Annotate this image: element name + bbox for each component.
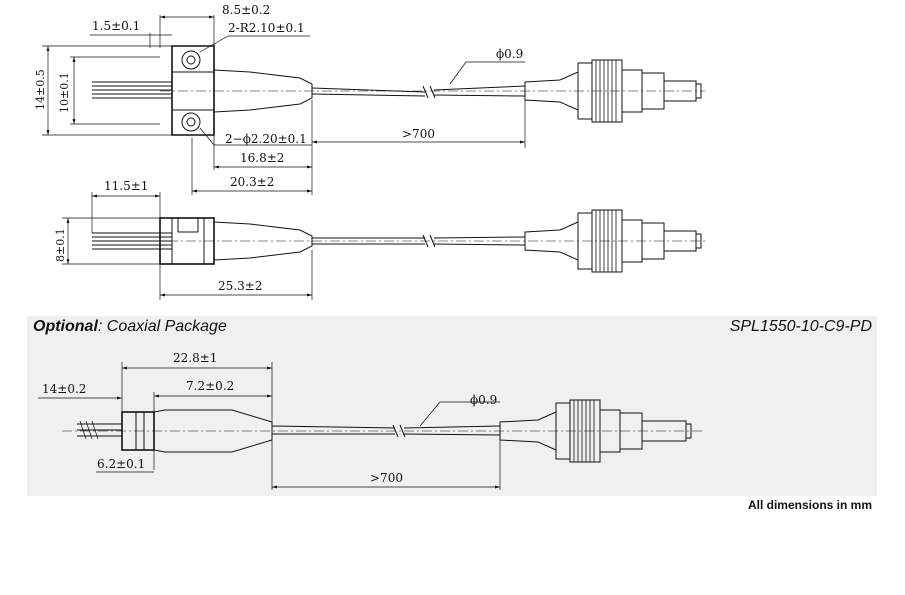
top-view-drawing xyxy=(42,15,705,195)
dim-fiber-length-coax: >700 xyxy=(370,471,403,485)
dim-diameter: 6.2±0.1 xyxy=(97,457,145,471)
coaxial-panel-background xyxy=(27,316,877,496)
dim-fiber-length: >700 xyxy=(402,127,435,141)
side-view-drawing xyxy=(62,192,705,300)
coaxial-header-bold: Optional xyxy=(33,318,98,335)
dim-height-outer: 14±0.5 xyxy=(34,69,47,110)
coaxial-header: Optional: Coaxial Package xyxy=(33,318,227,336)
dim-body: 16.8±2 xyxy=(240,151,284,165)
coaxial-drawing xyxy=(38,362,705,490)
dim-fiber-diameter-coax: ϕ0.9 xyxy=(470,393,497,407)
coaxial-labels: 22.8±1 14±0.2 7.2±0.2 ϕ0.9 6.2±0.1 >700 xyxy=(42,351,497,485)
dim-fiber-diameter: ϕ0.9 xyxy=(496,47,523,61)
dim-radius: 2-R2.10±0.1 xyxy=(228,21,305,35)
dim-hole: 2−ϕ2.20±0.1 xyxy=(225,132,307,146)
dim-length: 25.3±2 xyxy=(218,279,262,293)
footer-note: All dimensions in mm xyxy=(747,498,872,512)
dim-total: 22.8±1 xyxy=(173,351,217,365)
coaxial-header-rest: : Coaxial Package xyxy=(97,318,227,335)
dim-height-inner: 10±0.1 xyxy=(58,72,71,113)
side-view-labels: 11.5±1 8±0.1 25.3±2 xyxy=(54,179,262,293)
dim-left: 14±0.2 xyxy=(42,382,86,396)
dim-body-total: 20.3±2 xyxy=(230,175,274,189)
dim-height: 8±0.1 xyxy=(54,228,67,262)
dim-width: 8.5±0.2 xyxy=(222,3,270,17)
part-number: SPL1550-10-C9-PD xyxy=(729,318,872,335)
dim-offset: 1.5±0.1 xyxy=(92,19,140,33)
dim-mid: 7.2±0.2 xyxy=(186,379,234,393)
top-view-labels: 8.5±0.2 1.5±0.1 2-R2.10±0.1 14±0.5 10±0.… xyxy=(34,3,523,189)
dim-pins: 11.5±1 xyxy=(104,179,148,193)
